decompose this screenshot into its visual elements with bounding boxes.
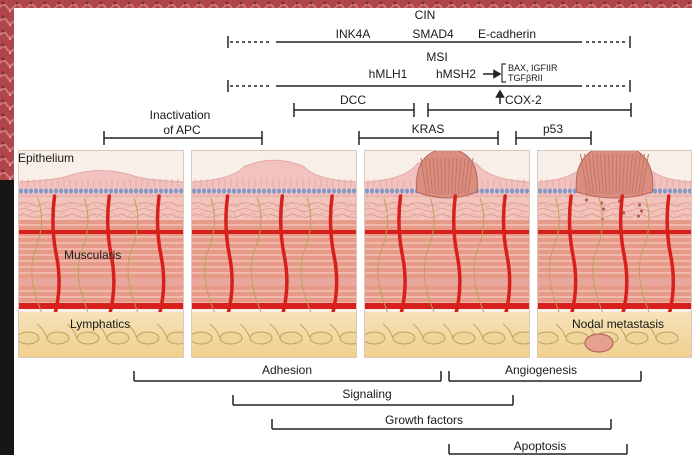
dcc-label: DCC: [340, 93, 366, 107]
epithelium-label: Epithelium: [18, 151, 74, 165]
cox2-label: COX-2: [505, 93, 542, 107]
ink4a-label: INK4A: [336, 27, 371, 41]
apoptosis-label: Apoptosis: [514, 439, 567, 453]
tgfbrii-label: TGFβRII: [508, 73, 543, 83]
metastatic-node: [585, 334, 613, 352]
hmsh2-label: hMSH2: [436, 67, 476, 81]
growth-factors-label: Growth factors: [385, 413, 463, 427]
tissue-panel-2: [180, 150, 362, 358]
msi-label: MSI: [426, 50, 447, 64]
kras-label: KRAS: [412, 122, 445, 136]
inactivation-label-line1: Inactivation: [150, 108, 211, 122]
hmlh1-label: hMLH1: [369, 67, 408, 81]
adhesion-label: Adhesion: [262, 363, 312, 377]
ecadherin-label: E-cadherin: [478, 27, 536, 41]
bax-igfiir-label: BAX, IGFIIR: [508, 63, 558, 73]
inactivation-label-line2: of APC: [163, 123, 201, 137]
nodal-metastasis-label: Nodal metastasis: [572, 317, 664, 331]
smad4-label: SMAD4: [412, 27, 454, 41]
p53-label: p53: [543, 122, 563, 136]
muscularis-label: Muscularis: [64, 248, 121, 262]
lymphatic-layer: [191, 312, 357, 358]
tissue-panel-3: [353, 148, 535, 358]
lymphatics-label: Lymphatics: [70, 317, 130, 331]
lymphatic-layer: [364, 312, 530, 358]
cin-label: CIN: [415, 8, 436, 22]
angiogenesis-label: Angiogenesis: [505, 363, 577, 377]
signaling-label: Signaling: [342, 387, 391, 401]
